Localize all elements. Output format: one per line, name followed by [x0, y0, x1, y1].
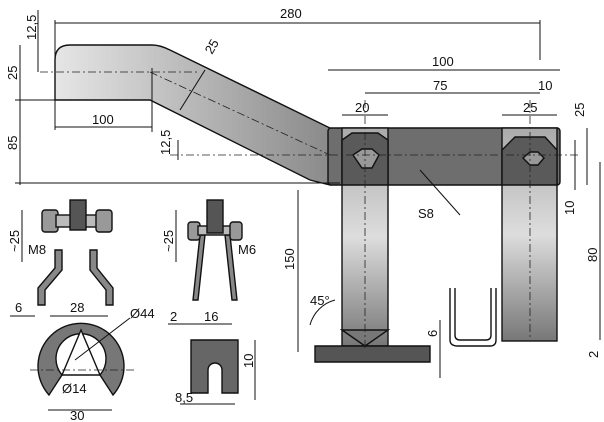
dim-12-5-mid: 12,5 [158, 130, 173, 155]
dim-85: 85 [5, 136, 20, 150]
ring-30: 30 [70, 408, 84, 422]
m8-label: M8 [28, 242, 46, 257]
dim-25-strap: 25 [523, 100, 537, 115]
block-detail [190, 339, 239, 394]
ring-28: 28 [70, 300, 84, 315]
block-10: 10 [241, 354, 256, 368]
m6-clamp-detail [187, 199, 243, 301]
dim-100-span: 100 [432, 54, 454, 69]
dim-25-bend: 25 [202, 36, 222, 56]
m6-height: ~25 [161, 230, 176, 252]
dim-25-left: 25 [5, 66, 20, 80]
dim-280: 280 [280, 6, 302, 21]
dim-150: 150 [282, 248, 297, 270]
block-slot: 8,5 [175, 390, 193, 405]
dim-12-5-top: 12,5 [24, 15, 39, 40]
dim-10-edge: 10 [538, 78, 552, 93]
dim-10-hole: 10 [562, 201, 577, 215]
dim-75: 75 [433, 78, 447, 93]
u-clip [449, 288, 497, 347]
material-label: S8 [418, 206, 434, 221]
base-plate [314, 345, 431, 363]
ring-outer-diameter: Ø44 [130, 306, 155, 321]
block-2: 2 [170, 309, 177, 324]
dim-20: 20 [355, 100, 369, 115]
m8-height: ~25 [7, 230, 22, 252]
m8-clamp-detail [37, 199, 114, 306]
dim-6-clip: 6 [425, 330, 440, 337]
ring-inner-diameter: Ø14 [62, 381, 87, 396]
ring-6: 6 [15, 300, 22, 315]
angle-label: 45° [310, 293, 330, 308]
ring-detail [37, 322, 125, 397]
block-16: 16 [204, 309, 218, 324]
dim-25-bar: 25 [572, 103, 587, 117]
dim-100-straight: 100 [92, 112, 114, 127]
m6-label: M6 [238, 242, 256, 257]
dim-2-clip: 2 [586, 351, 601, 358]
dim-80: 80 [585, 248, 600, 262]
